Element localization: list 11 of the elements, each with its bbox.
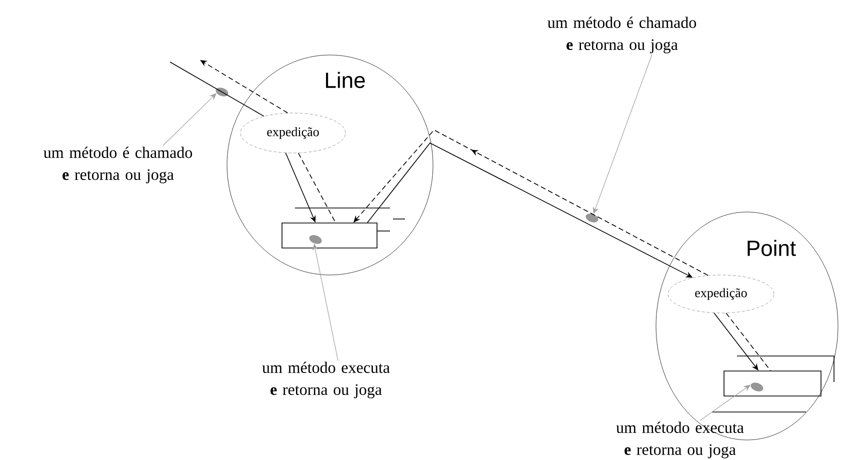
call-marker [309, 235, 322, 244]
callout-text: um método é chamado e retorna ou joga [548, 16, 696, 54]
arrow [200, 60, 288, 114]
method-frame [282, 208, 406, 248]
call-marker [750, 382, 764, 392]
callout-text: um método é chamado e retorna ou joga [44, 146, 192, 184]
call-marker [216, 88, 228, 96]
call-marker [586, 214, 598, 222]
method-frame [712, 356, 834, 412]
callout-text: um método executa e retorna ou joga [262, 362, 390, 398]
callout-text: um método executa e retorna ou joga [616, 422, 744, 458]
